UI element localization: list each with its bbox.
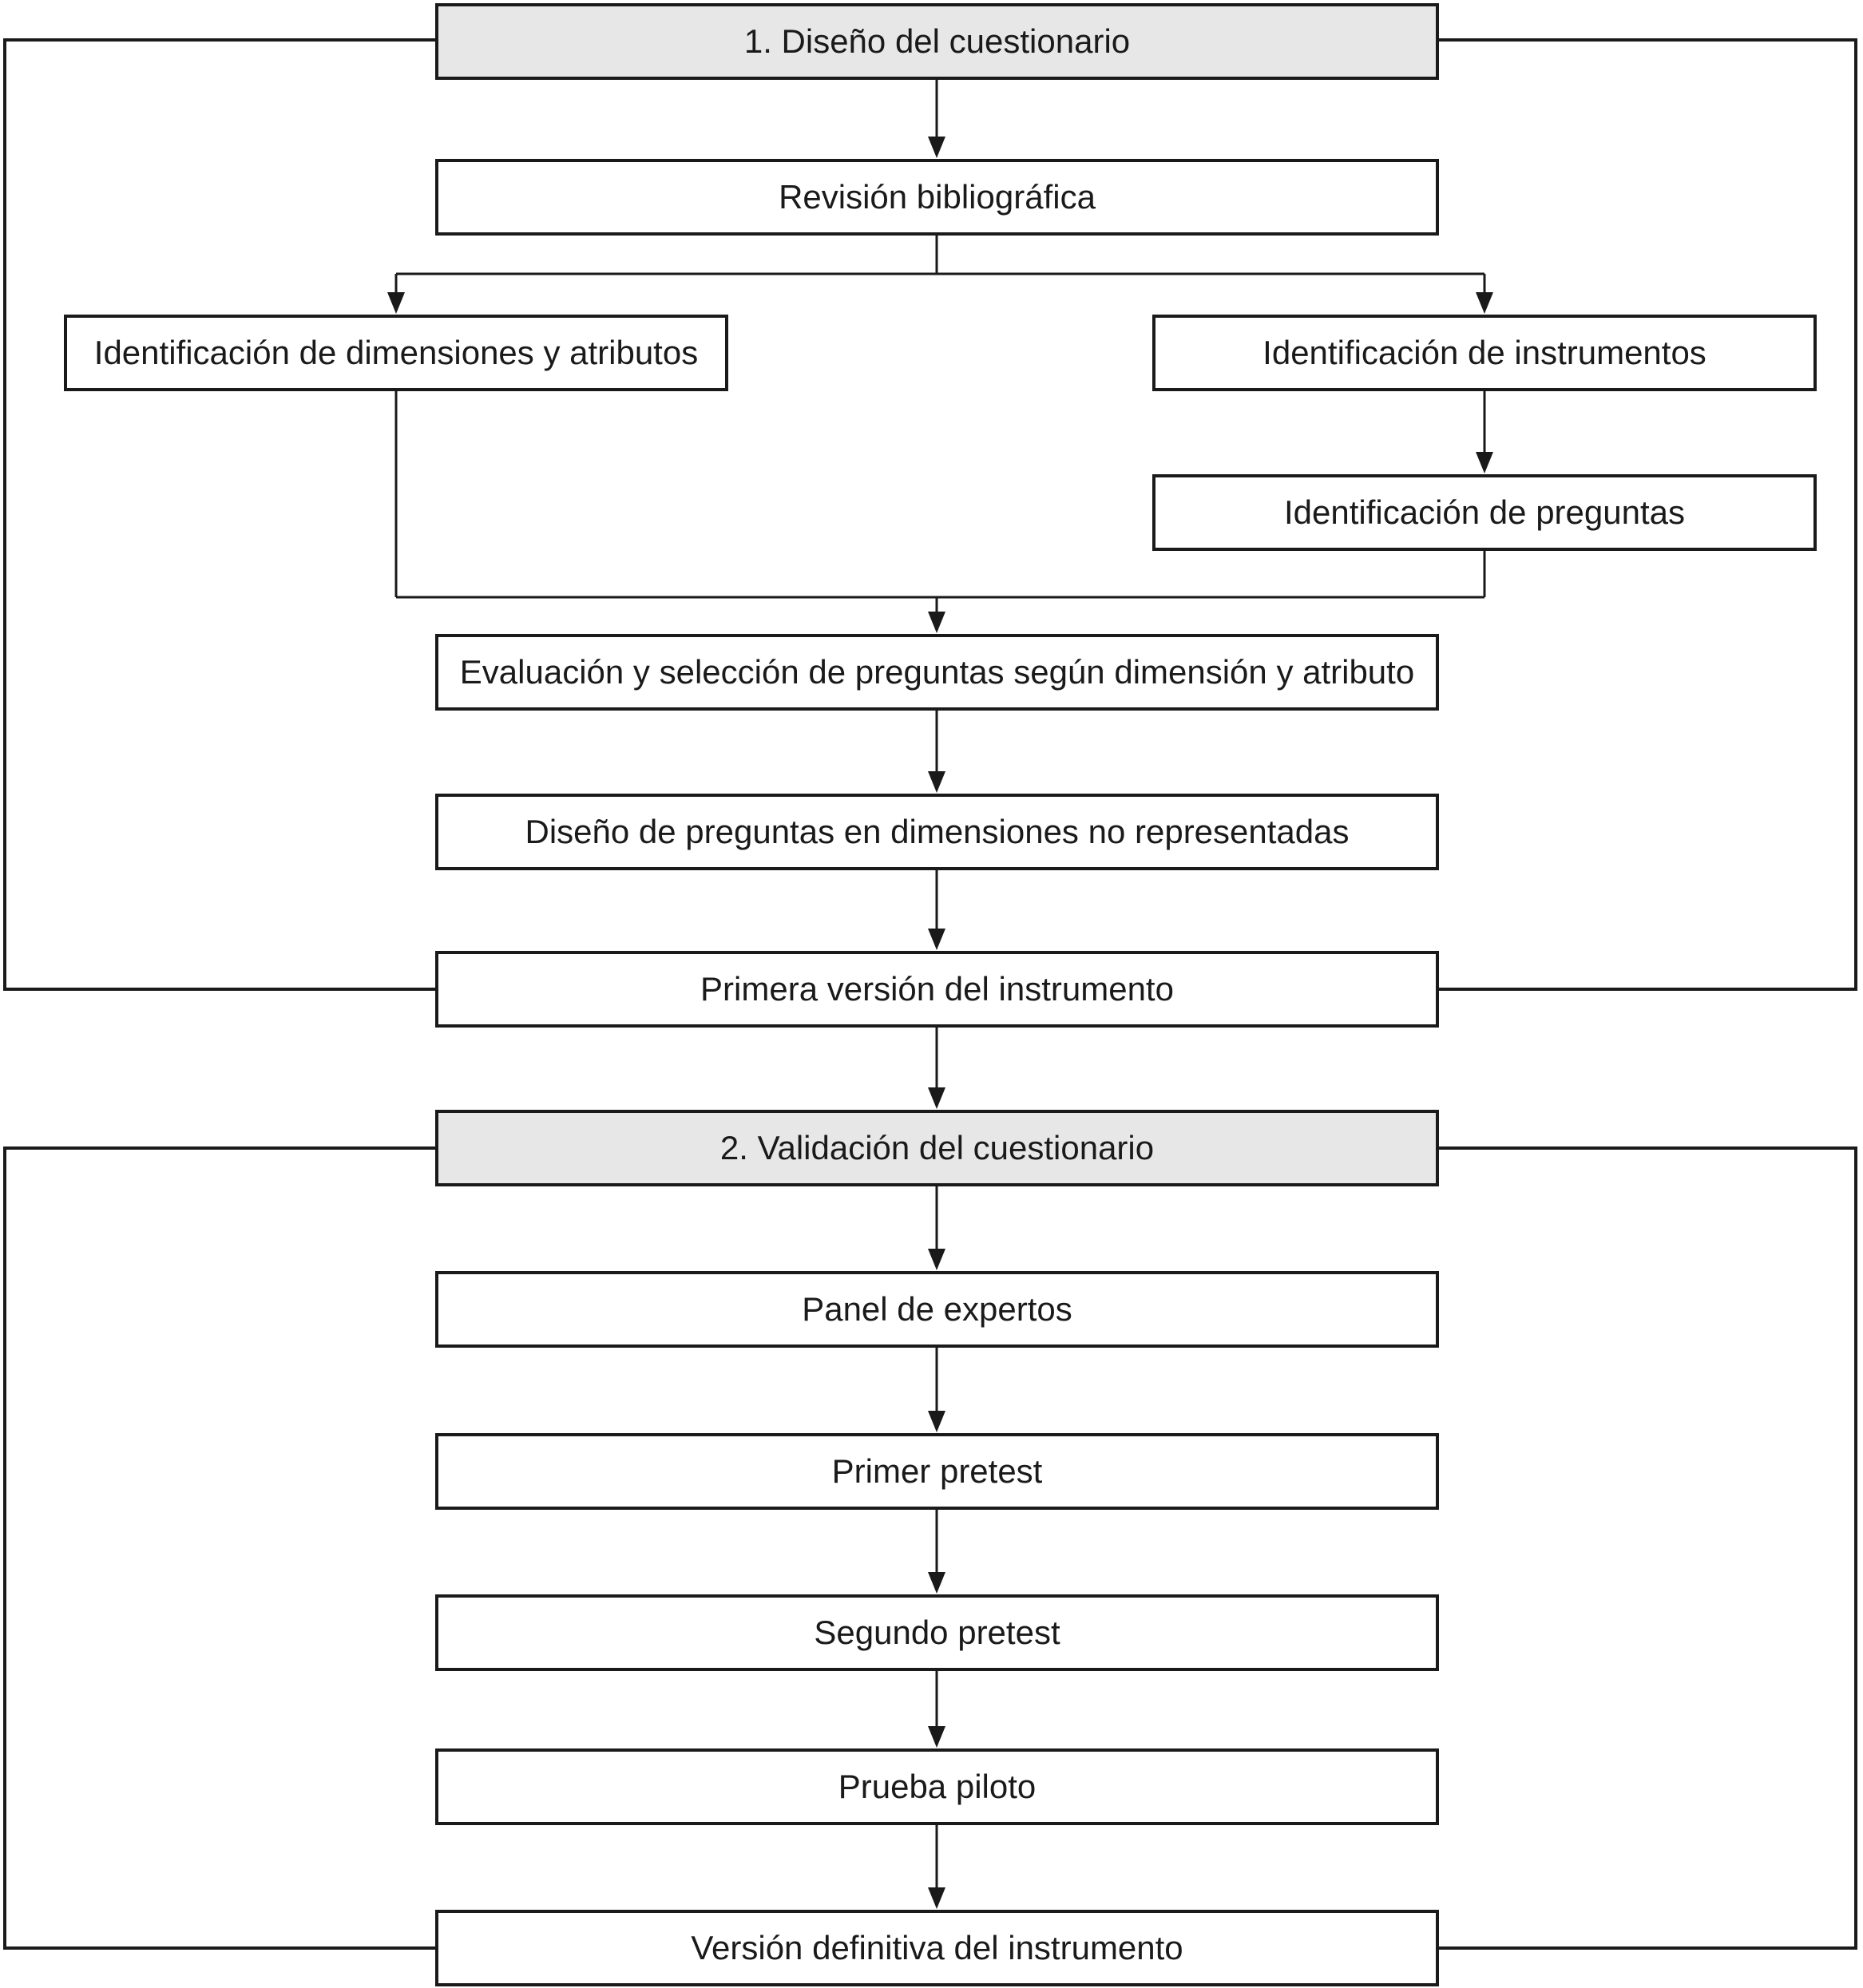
arrowhead-primer-pretest <box>928 1411 945 1432</box>
node-primera-version: Primera versión del instrumento <box>435 951 1439 1028</box>
node-evaluacion-seleccion: Evaluación y selección de preguntas segú… <box>435 634 1439 711</box>
arrowhead-prueba-piloto <box>928 1726 945 1748</box>
node-version-definitiva: Versión definitiva del instrumento <box>435 1910 1439 1986</box>
node-label: Diseño de preguntas en dimensiones no re… <box>525 812 1350 850</box>
node-label: Panel de expertos <box>802 1289 1072 1328</box>
arrowhead-version-definitiva <box>928 1887 945 1909</box>
node-label: Evaluación y selección de preguntas segú… <box>459 652 1415 691</box>
node-label: Versión definitiva del instrumento <box>691 1928 1183 1966</box>
node-panel-expertos: Panel de expertos <box>435 1271 1439 1348</box>
arrowhead-diseno <box>928 771 945 793</box>
node-primer-pretest: Primer pretest <box>435 1433 1439 1510</box>
node-label: Primer pretest <box>831 1451 1043 1490</box>
section2-frame <box>3 1146 1857 1950</box>
node-label: Identificación de preguntas <box>1283 493 1685 531</box>
node-identificacion-preguntas: Identificación de preguntas <box>1152 474 1817 551</box>
node-diseno-preguntas: Diseño de preguntas en dimensiones no re… <box>435 794 1439 870</box>
node-label: Prueba piloto <box>838 1767 1037 1805</box>
arrowhead-instrumentos <box>1476 292 1493 314</box>
node-revision-bibliografica: Revisión bibliográfica <box>435 159 1439 236</box>
node-header-diseno-cuestionario: 1. Diseño del cuestionario <box>435 3 1439 80</box>
node-segundo-pretest: Segundo pretest <box>435 1594 1439 1671</box>
node-label: Identificación de instrumentos <box>1262 333 1706 371</box>
node-identificacion-dimensiones: Identificación de dimensiones y atributo… <box>64 315 728 391</box>
arrowhead-primera <box>928 929 945 950</box>
node-prueba-piloto: Prueba piloto <box>435 1748 1439 1825</box>
node-header-validacion-cuestionario: 2. Validación del cuestionario <box>435 1110 1439 1186</box>
node-label: 2. Validación del cuestionario <box>719 1128 1155 1166</box>
node-identificacion-instrumentos: Identificación de instrumentos <box>1152 315 1817 391</box>
node-label: Identificación de dimensiones y atributo… <box>93 333 699 371</box>
arrowhead-evaluacion <box>928 612 945 633</box>
arrowhead-header2 <box>928 1087 945 1109</box>
arrowhead-panel <box>928 1249 945 1270</box>
arrowhead-preguntas <box>1476 452 1493 473</box>
node-label: Primera versión del instrumento <box>700 969 1174 1008</box>
arrowhead-segundo-pretest <box>928 1572 945 1594</box>
node-label: 1. Diseño del cuestionario <box>743 22 1131 60</box>
node-label: Revisión bibliográfica <box>779 177 1096 216</box>
arrowhead-dimensiones <box>387 292 405 314</box>
node-label: Segundo pretest <box>814 1613 1060 1651</box>
arrowhead-revision <box>928 137 945 158</box>
